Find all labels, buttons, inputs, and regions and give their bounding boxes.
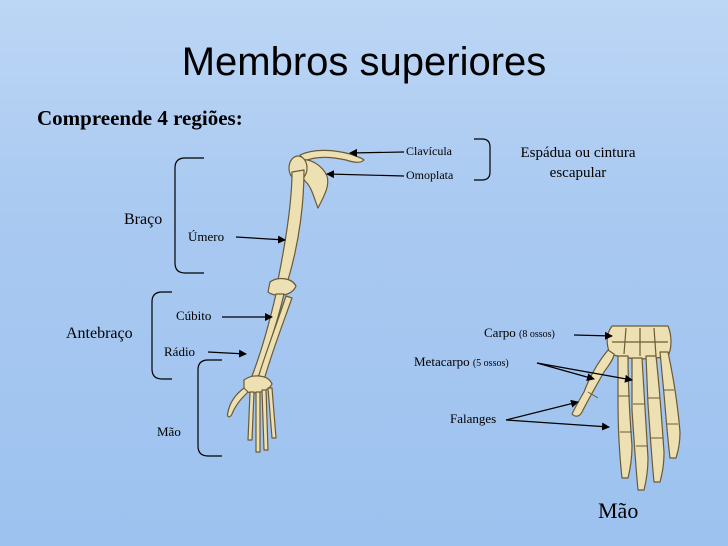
region-brackets bbox=[151, 138, 491, 457]
hand-skeleton-illustration bbox=[571, 325, 681, 491]
little-finger-bones bbox=[659, 351, 681, 459]
page-title: Membros superiores bbox=[181, 40, 547, 84]
metacarpo-label: Metacarpo (5 ossos) bbox=[414, 354, 509, 370]
metacarpo-count: (5 ossos) bbox=[472, 358, 509, 369]
elbow-joint bbox=[267, 277, 297, 296]
mao-bracket bbox=[197, 359, 222, 457]
humerus-bone bbox=[277, 169, 305, 281]
cubito-label: Cúbito bbox=[176, 308, 212, 323]
carpo-text: Carpo bbox=[484, 325, 516, 340]
hand-caption: Mão bbox=[598, 498, 639, 523]
shoulder-group-line1: Espádua ou cintura bbox=[520, 145, 636, 161]
omoplata-label: Omoplata bbox=[406, 168, 454, 182]
metacarpo-text: Metacarpo bbox=[414, 354, 470, 369]
umero-label: Úmero bbox=[188, 229, 225, 244]
clavicle-bone bbox=[299, 149, 365, 163]
shoulder-group-line2: escapular bbox=[549, 165, 607, 181]
clavicula-label: Clavícula bbox=[406, 144, 452, 158]
carpo-label: Carpo (8 ossos) bbox=[484, 325, 555, 341]
braco-label: Braço bbox=[124, 211, 163, 228]
carpo-count: (8 ossos) bbox=[519, 329, 555, 340]
shoulder-group-bracket bbox=[474, 138, 491, 181]
index-finger-bones bbox=[617, 355, 633, 479]
pointer-arrows bbox=[207, 148, 633, 431]
middle-finger-bones bbox=[631, 357, 649, 491]
antebraco-label: Antebraço bbox=[66, 325, 133, 342]
subtitle: Compreende 4 regiões: bbox=[37, 106, 243, 130]
radio-label: Rádio bbox=[164, 344, 196, 359]
antebraco-bracket bbox=[151, 291, 172, 380]
thumb-bones bbox=[571, 349, 615, 417]
braco-bracket bbox=[174, 157, 204, 274]
ring-finger-bones bbox=[645, 355, 665, 483]
wrist-bones bbox=[243, 375, 273, 394]
arm-skeleton-illustration bbox=[226, 149, 365, 453]
mao-label: Mão bbox=[157, 424, 181, 439]
falanges-label: Falanges bbox=[450, 411, 497, 426]
